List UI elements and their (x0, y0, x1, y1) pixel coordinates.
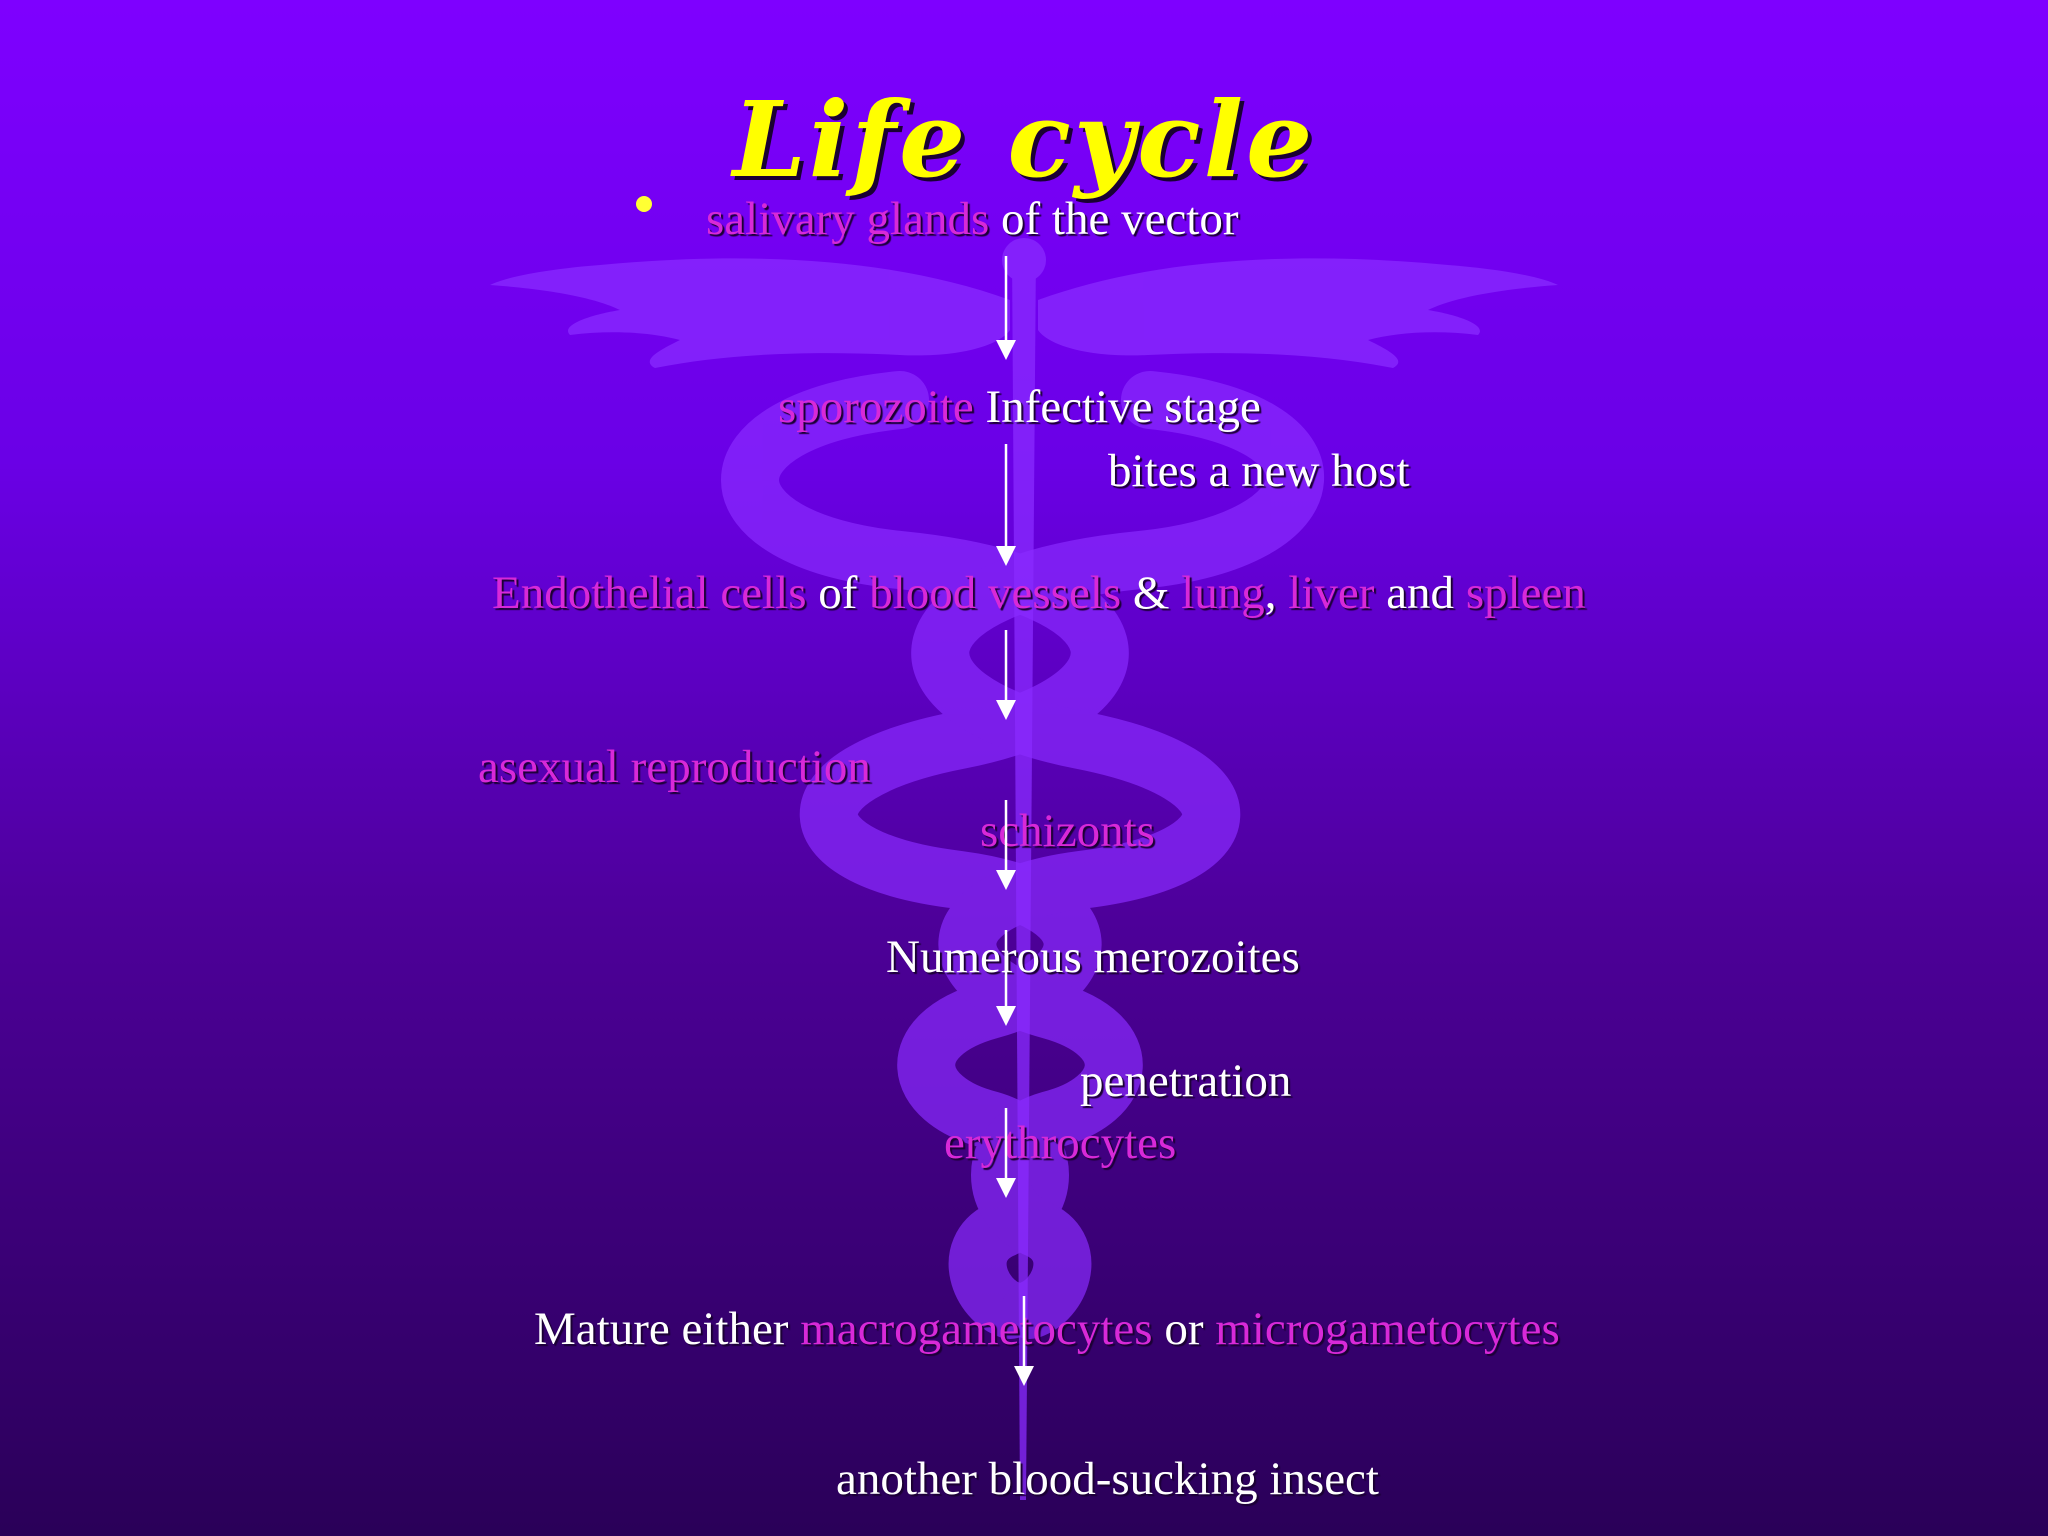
flow-step-insect: another blood-sucking insect (836, 1453, 1379, 1505)
term-macrogametocytes: macrogametocytes (800, 1303, 1153, 1355)
term-liver: liver (1288, 567, 1375, 619)
term-microgametocytes: microgametocytes (1215, 1303, 1560, 1355)
term-erythrocytes: erythrocytes (944, 1117, 1177, 1169)
flow-note-bites-host: bites a new host (1108, 445, 1410, 497)
term-asexual-reproduction: asexual reproduction (478, 741, 871, 793)
flow-step-gametocytes: Mature either macrogametocytes or microg… (534, 1302, 1560, 1356)
term-salivary-glands: salivary glands (706, 193, 990, 245)
text-and: and (1374, 567, 1466, 619)
text-mature-either: Mature either (534, 1303, 801, 1355)
term-endothelial-cells: Endothelial cells (492, 567, 807, 619)
slide-title: Life cycle (732, 78, 1316, 201)
term-lung: lung (1181, 567, 1265, 619)
term-blood-vessels: blood vessels (869, 567, 1122, 619)
flow-step-endothelial-cells: Endothelial cells of blood vessels & lun… (492, 566, 1586, 620)
text-comma: , (1264, 567, 1289, 619)
term-sporozoite: sporozoite (778, 381, 974, 433)
term-spleen: spleen (1465, 567, 1586, 619)
text-of-the-vector: of the vector (989, 193, 1239, 245)
bullet-icon (636, 196, 652, 212)
text-of: of (806, 567, 870, 619)
text-or: or (1152, 1303, 1216, 1355)
flow-step-salivary-glands: salivary glands of the vector (706, 192, 1239, 246)
text-infective-stage: Infective stage (973, 381, 1261, 433)
flow-step-sporozoite: sporozoite Infective stage (778, 380, 1261, 434)
text-ampersand: & (1121, 567, 1182, 619)
flow-step-merozoites: Numerous merozoites (886, 931, 1300, 983)
flow-note-penetration: penetration (1080, 1055, 1292, 1107)
term-schizonts: schizonts (980, 805, 1155, 857)
